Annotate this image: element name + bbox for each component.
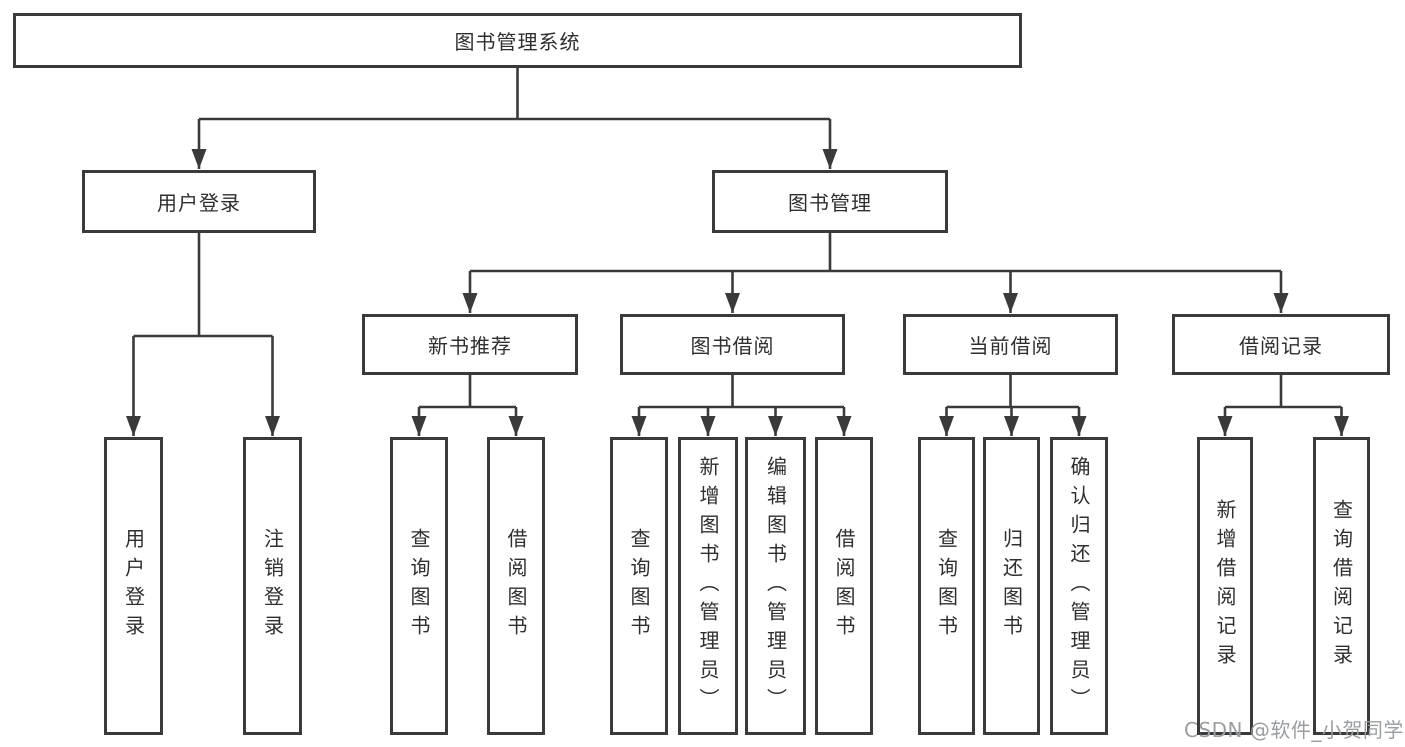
node-leaf-logout: 注销登录 <box>243 437 302 735</box>
node-leaf-logout-label: 注销登录 <box>260 528 285 644</box>
node-leaf-add-books-admin: 新增图书（管理员） <box>678 437 738 735</box>
node-leaf-query-books-2-label: 查询图书 <box>627 528 651 644</box>
connector-br-stem <box>1225 375 1342 409</box>
node-leaf-edit-books-admin: 编辑图书（管理员） <box>745 437 806 735</box>
node-leaf-query-books-3-label: 查询图书 <box>934 528 959 644</box>
node-leaf-user-login-label: 用户登录 <box>121 528 146 644</box>
node-leaf-return-books-label: 归还图书 <box>999 528 1024 644</box>
node-leaf-query-books-3: 查询图书 <box>918 437 975 735</box>
connector-cb-stem <box>946 375 1079 409</box>
node-leaf-add-borrow-record: 新增借阅记录 <box>1197 437 1253 735</box>
node-book-borrow: 图书借阅 <box>620 314 845 375</box>
node-leaf-query-borrow-record: 查询借阅记录 <box>1313 437 1370 735</box>
node-leaf-add-borrow-record-label: 新增借阅记录 <box>1213 499 1237 673</box>
node-root-label: 图书管理系统 <box>454 30 581 54</box>
node-leaf-query-books-1-label: 查询图书 <box>407 528 431 644</box>
node-new-book-recommend-label: 新书推荐 <box>428 334 512 358</box>
node-leaf-add-books-admin-label: 新增图书（管理员） <box>696 455 720 717</box>
node-leaf-query-borrow-record-label: 查询借阅记录 <box>1329 499 1354 673</box>
connector-book-management-stem <box>470 233 1281 273</box>
node-book-management-label: 图书管理 <box>788 191 872 215</box>
node-leaf-borrow-books-2-label: 借阅图书 <box>832 528 856 644</box>
node-borrow-records: 借阅记录 <box>1172 314 1390 375</box>
node-user-login-label: 用户登录 <box>157 191 241 215</box>
node-user-login: 用户登录 <box>82 170 316 233</box>
node-book-management: 图书管理 <box>712 170 948 233</box>
connector-bb-stem <box>639 375 844 409</box>
node-book-borrow-label: 图书借阅 <box>690 334 775 358</box>
node-current-borrow: 当前借阅 <box>903 314 1118 375</box>
node-leaf-user-login: 用户登录 <box>104 437 163 735</box>
node-root: 图书管理系统 <box>13 13 1022 68</box>
connector-user-login-stem <box>133 233 273 338</box>
node-leaf-return-books: 归还图书 <box>983 437 1040 735</box>
node-leaf-borrow-books-2: 借阅图书 <box>815 437 873 735</box>
watermark: CSDN @软件_小贺同学 <box>1184 718 1404 742</box>
node-leaf-confirm-return-admin-label: 确认归还（管理员） <box>1067 455 1091 717</box>
node-leaf-edit-books-admin-label: 编辑图书（管理员） <box>763 455 788 717</box>
node-borrow-records-label: 借阅记录 <box>1239 334 1323 358</box>
node-leaf-borrow-books-1-label: 借阅图书 <box>504 528 528 644</box>
node-leaf-borrow-books-1: 借阅图书 <box>487 437 545 735</box>
node-leaf-query-books-1: 查询图书 <box>390 437 448 735</box>
node-leaf-query-books-2: 查询图书 <box>610 437 668 735</box>
node-new-book-recommend: 新书推荐 <box>362 314 578 375</box>
node-current-borrow-label: 当前借阅 <box>968 334 1053 358</box>
connector-nbr-stem <box>419 375 516 409</box>
node-leaf-confirm-return-admin: 确认归还（管理员） <box>1050 437 1108 735</box>
